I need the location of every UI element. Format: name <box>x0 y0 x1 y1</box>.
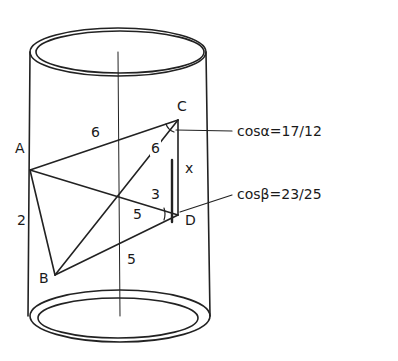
point-label: C <box>176 98 188 114</box>
cosine-note: cosβ=23/25 <box>236 186 323 202</box>
angle-beta-arc <box>164 208 165 220</box>
point-label: A <box>14 140 26 156</box>
point-label: B <box>38 270 50 286</box>
segment-ad <box>30 170 178 215</box>
leader-line <box>176 130 232 131</box>
segment-bc <box>55 120 178 275</box>
cosine-note: cosα=17/12 <box>236 123 323 139</box>
height-mark <box>171 160 173 222</box>
top-ellipse-stroke <box>36 31 204 73</box>
variable-label: x <box>184 160 194 176</box>
length-label: 3 <box>150 186 161 202</box>
length-label: 2 <box>16 212 27 228</box>
length-label: 5 <box>126 251 137 267</box>
segment-bd <box>55 215 178 275</box>
segment-ab <box>30 170 55 275</box>
point-label: D <box>184 212 197 228</box>
length-label: 5 <box>132 206 143 222</box>
length-label: 6 <box>90 124 101 140</box>
cylinder-axis <box>118 52 120 316</box>
length-label: 6 <box>150 140 161 156</box>
angle-alpha-arc <box>166 124 174 132</box>
segment-cd <box>177 120 179 215</box>
cylinder-side <box>206 52 210 316</box>
cylinder-side <box>28 52 30 316</box>
segment-ac <box>30 120 178 170</box>
bottom-ellipse-stroke <box>38 298 198 338</box>
leader-line <box>180 195 232 212</box>
